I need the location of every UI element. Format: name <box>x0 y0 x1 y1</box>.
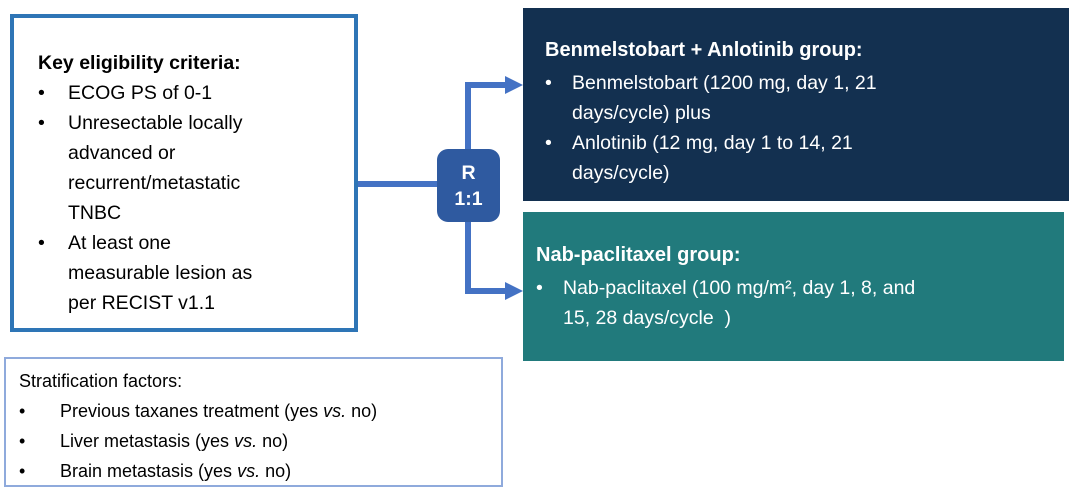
stratification-item-text: Liver metastasis (yes vs. no) <box>60 426 495 456</box>
list-item: • At least one measurable lesion as per … <box>38 228 346 318</box>
eligibility-criteria-box: Key eligibility criteria: • ECOG PS of 0… <box>10 14 358 332</box>
list-item: • Brain metastasis (yes vs. no) <box>19 456 495 486</box>
list-item: • Anlotinib (12 mg, day 1 to 14, 21 days… <box>545 128 1057 188</box>
list-item: • Nab-paclitaxel (100 mg/m², day 1, 8, a… <box>536 273 1054 333</box>
stratification-item-text: Previous taxanes treatment (yes vs. no) <box>60 396 495 426</box>
group-title: Benmelstobart + Anlotinib group: <box>545 39 863 61</box>
arrowhead-bottom-icon <box>505 282 523 300</box>
eligibility-item-text: Unresectable locally advanced or recurre… <box>68 112 243 224</box>
randomization-letter: R <box>461 161 476 184</box>
bullet-icon: • <box>536 277 543 299</box>
group-item-text: Benmelstobart (1200 mg, day 1, 21 days/c… <box>572 72 877 124</box>
bullet-icon: • <box>19 401 26 421</box>
stratification-item-pre: Previous taxanes treatment (yes <box>60 401 324 421</box>
randomization-ratio: 1:1 <box>454 187 483 210</box>
eligibility-title: Key eligibility criteria: <box>38 52 241 74</box>
stratification-item-text: Brain metastasis (yes vs. no) <box>60 456 495 486</box>
group-box-nab-paclitaxel: Nab-paclitaxel group: • Nab-paclitaxel (… <box>523 212 1064 361</box>
bullet-icon: • <box>19 461 26 481</box>
bullet-icon: • <box>545 132 552 154</box>
vs-label: vs. <box>237 461 261 481</box>
bullet-icon: • <box>38 232 45 254</box>
list-item: • ECOG PS of 0-1 <box>38 78 346 108</box>
list-item: • Benmelstobart (1200 mg, day 1, 21 days… <box>545 68 1057 128</box>
bullet-icon: • <box>38 112 45 134</box>
connector-randomization-to-top-group <box>465 82 505 152</box>
list-item: • Previous taxanes treatment (yes vs. no… <box>19 396 495 426</box>
stratification-title: Stratification factors: <box>19 371 183 391</box>
randomization-box: R 1:1 <box>437 149 500 222</box>
list-item: • Liver metastasis (yes vs. no) <box>19 426 495 456</box>
vs-label: vs. <box>323 401 347 421</box>
stratification-item-pre: Liver metastasis (yes <box>60 431 235 451</box>
bullet-icon: • <box>19 431 26 451</box>
eligibility-item-text: ECOG PS of 0-1 <box>68 82 213 104</box>
bullet-icon: • <box>545 72 552 94</box>
group-title: Nab-paclitaxel group: <box>536 244 741 266</box>
connector-randomization-to-bottom-group <box>465 220 505 294</box>
list-item: • Unresectable locally advanced or recur… <box>38 108 346 228</box>
stratification-box: Stratification factors: • Previous taxan… <box>4 357 503 487</box>
stratification-item-pre: Brain metastasis (yes <box>60 461 238 481</box>
stratification-item-post: no) <box>257 431 289 451</box>
group-item-text: Anlotinib (12 mg, day 1 to 14, 21 days/c… <box>572 132 853 184</box>
group-box-benmelstobart-anlotinib: Benmelstobart + Anlotinib group: • Benme… <box>523 8 1069 201</box>
stratification-item-post: no) <box>346 401 378 421</box>
stratification-item-post: no) <box>260 461 292 481</box>
arrowhead-top-icon <box>505 76 523 94</box>
eligibility-item-text: At least one measurable lesion as per RE… <box>68 232 253 314</box>
group-item-text: Nab-paclitaxel (100 mg/m², day 1, 8, and… <box>563 277 916 329</box>
bullet-icon: • <box>38 82 45 104</box>
vs-label: vs. <box>234 431 258 451</box>
